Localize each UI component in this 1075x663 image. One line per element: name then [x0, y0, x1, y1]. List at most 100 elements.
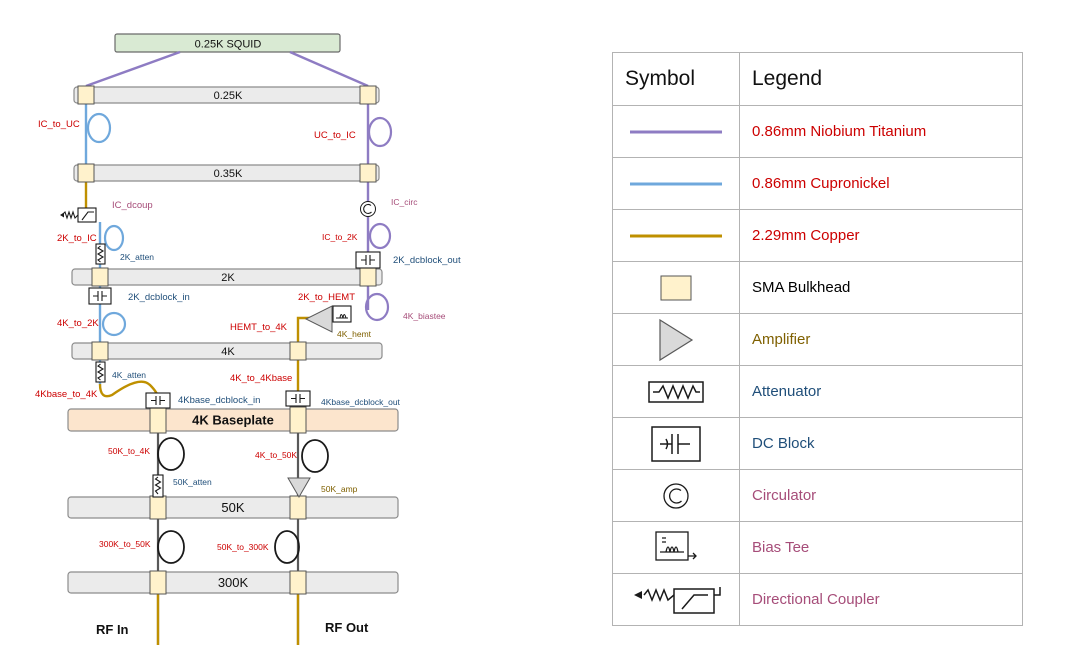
sma-bulkhead-025k-left: [77, 85, 95, 105]
attenuator-icon: [152, 474, 164, 498]
label-2k-atten: 2K_atten: [120, 252, 154, 262]
legend-label-cupronickel: 0.86mm Cupronickel: [739, 157, 1023, 210]
attenuator-icon: [648, 380, 704, 403]
label-50k-atten: 50K_atten: [173, 477, 212, 487]
label-4k-to-50k: 4K_to_50K: [255, 450, 297, 460]
legend-header-symbol: Symbol: [612, 52, 740, 106]
stage-4k-label: 4K: [221, 346, 235, 358]
sma-bulkhead-baseplate-left: [149, 406, 167, 434]
stage-035k-label: 0.35K: [214, 168, 243, 180]
label-uc-to-ic: UC_to_IC: [314, 130, 356, 141]
attenuator-icon: [95, 361, 106, 383]
coil-ic-to-uc: [86, 112, 112, 144]
coil-4k-to-2k: [101, 311, 127, 337]
rf-out-label: RF Out: [325, 620, 369, 635]
bias-tee-icon: [655, 530, 697, 561]
stage-025k: [73, 86, 380, 104]
legend-row-sma-bulkhead: SMA Bulkhead: [612, 261, 1023, 314]
sma-bulkhead-035k-right: [359, 163, 377, 183]
legend-label-amplifier: Amplifier: [739, 313, 1023, 366]
amplifier-icon: [659, 318, 694, 361]
rf-in-label: RF In: [96, 622, 129, 637]
label-ic-to-uc: IC_to_UC: [38, 119, 80, 130]
coil-300k-to-50k: [157, 530, 185, 564]
label-4k-to-2k: 4K_to_2K: [57, 318, 99, 329]
sma-bulkhead-baseplate-right: [289, 406, 307, 434]
amplifier-icon: [287, 477, 311, 498]
label-2k-dcblock-out: 2K_dcblock_out: [393, 255, 461, 266]
stage-025k-label: 0.25K: [214, 90, 243, 102]
directional-coupler-icon: [60, 207, 97, 223]
label-4k-biastee: 4K_biastee: [403, 311, 446, 321]
dc-block-icon: [88, 287, 112, 305]
legend-row-bias-tee: Bias Tee: [612, 521, 1023, 574]
sma-bulkhead-025k-right: [359, 85, 377, 105]
legend-row-dc-block: DC Block: [612, 417, 1023, 470]
legend-label-bias-tee: Bias Tee: [739, 521, 1023, 574]
legend-row-directional-coupler: Directional Coupler: [612, 573, 1023, 626]
sma-bulkhead-2k-right: [359, 267, 377, 287]
dc-block-icon: [355, 251, 381, 269]
nbti-wire-squid-left: [85, 50, 181, 88]
directional-coupler-icon: [634, 586, 721, 614]
label-50k-amp: 50K_amp: [321, 484, 358, 494]
legend-label-directional-coupler: Directional Coupler: [739, 573, 1023, 626]
sma-bulkhead-icon: [660, 275, 692, 300]
stage-50k-label: 50K: [221, 500, 244, 515]
sma-bulkhead-50k-left: [149, 495, 167, 520]
sma-bulkhead-300k-left: [149, 570, 167, 595]
stage-300k-label: 300K: [218, 575, 249, 590]
legend-row-cupronickel: 0.86mm Cupronickel: [612, 157, 1023, 210]
stage-4k-baseplate-label: 4K Baseplate: [192, 413, 274, 428]
legend-label-circulator: Circulator: [739, 469, 1023, 522]
stage-2k: [71, 268, 383, 286]
stage-2k-label: 2K: [221, 272, 235, 284]
legend-row-niobium-titanium: 0.86mm Niobium Titanium: [612, 105, 1023, 158]
coil-2k-to-ic: [103, 224, 125, 252]
squid-label: 0.25K SQUID: [195, 39, 262, 51]
niobium-titanium-line-icon: [630, 130, 722, 133]
label-ic-to-2k: IC_to_2K: [322, 232, 358, 242]
label-4k-to-4kbase: 4K_to_4Kbase: [230, 373, 292, 384]
sma-bulkhead-4k-right: [289, 341, 307, 361]
label-4kbase-dcblock-in: 4Kbase_dcblock_in: [178, 395, 260, 406]
label-hemt-to-4k: HEMT_to_4K: [230, 322, 288, 333]
label-4kbase-to-4k: 4Kbase_to_4K: [35, 389, 98, 400]
sma-bulkhead-2k-left: [91, 267, 109, 287]
attenuator-icon: [95, 243, 106, 265]
copper-wire-left-atten-to-baseplate: [98, 380, 160, 399]
label-ic-dcoup: IC_dcoup: [112, 200, 153, 211]
coil-4k-to-50k: [301, 439, 329, 473]
sma-bulkhead-300k-right: [289, 570, 307, 595]
nbti-wire-squid-right: [289, 50, 369, 88]
legend-row-amplifier: Amplifier: [612, 313, 1023, 366]
coil-uc-to-ic: [367, 116, 393, 148]
sma-bulkhead-035k-left: [77, 163, 95, 183]
wiring-diagram: 0.25K SQUID 0.25K 0.35K 2K 4K 4K Basepla…: [35, 33, 461, 645]
cupronickel-line-icon: [630, 182, 722, 185]
label-ic-circ: IC_circ: [391, 197, 418, 207]
circulator-icon: [663, 482, 689, 509]
label-4k-hemt: 4K_hemt: [337, 329, 372, 339]
bias-tee-icon: [332, 305, 352, 323]
copper-line-icon: [630, 234, 722, 237]
stage-035k: [73, 164, 380, 182]
coil-50k-to-300k: [274, 530, 300, 564]
legend-label-attenuator: Attenuator: [739, 365, 1023, 418]
dc-block-icon: [145, 392, 171, 409]
legend-label-sma-bulkhead: SMA Bulkhead: [739, 261, 1023, 314]
sma-bulkhead-4k-left: [91, 341, 109, 361]
legend-table: Symbol Legend 0.86mm Niobium Titanium 0.…: [612, 52, 1023, 626]
label-50k-to-300k: 50K_to_300K: [217, 542, 269, 552]
circulator-icon: [360, 201, 376, 217]
dc-block-icon: [285, 390, 311, 407]
coil-50k-to-4k: [157, 437, 185, 471]
legend-label-copper: 2.29mm Copper: [739, 209, 1023, 262]
label-50k-to-4k: 50K_to_4K: [108, 446, 150, 456]
legend-row-copper: 2.29mm Copper: [612, 209, 1023, 262]
label-300k-to-50k: 300K_to_50K: [99, 539, 151, 549]
label-2k-to-ic: 2K_to_IC: [57, 233, 97, 244]
legend-row-circulator: Circulator: [612, 469, 1023, 522]
dc-block-icon: [651, 425, 701, 462]
label-2k-to-hemt: 2K_to_HEMT: [298, 292, 355, 303]
